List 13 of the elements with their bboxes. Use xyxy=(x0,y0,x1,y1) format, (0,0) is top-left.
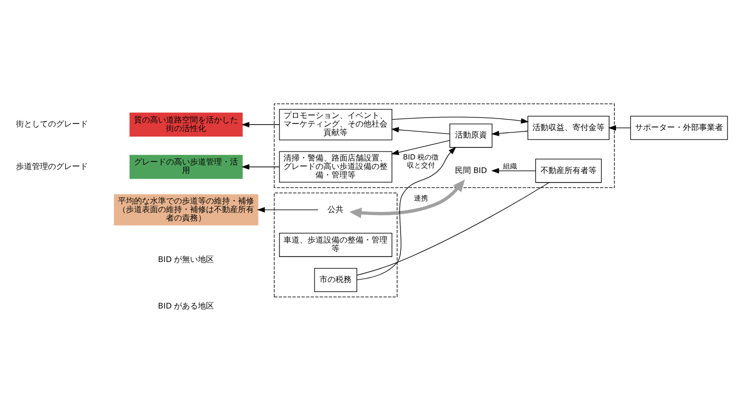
arrow xyxy=(392,116,529,124)
arrow xyxy=(491,168,536,174)
connector xyxy=(356,182,550,276)
arrow xyxy=(349,180,465,218)
arrow xyxy=(391,127,450,134)
arrow xyxy=(608,125,631,131)
cluster xyxy=(274,192,398,298)
arrow xyxy=(491,130,528,136)
arrow xyxy=(241,122,280,128)
arrow xyxy=(391,140,450,156)
arrow xyxy=(241,164,280,170)
arrow xyxy=(257,207,318,213)
arrow xyxy=(356,146,456,280)
